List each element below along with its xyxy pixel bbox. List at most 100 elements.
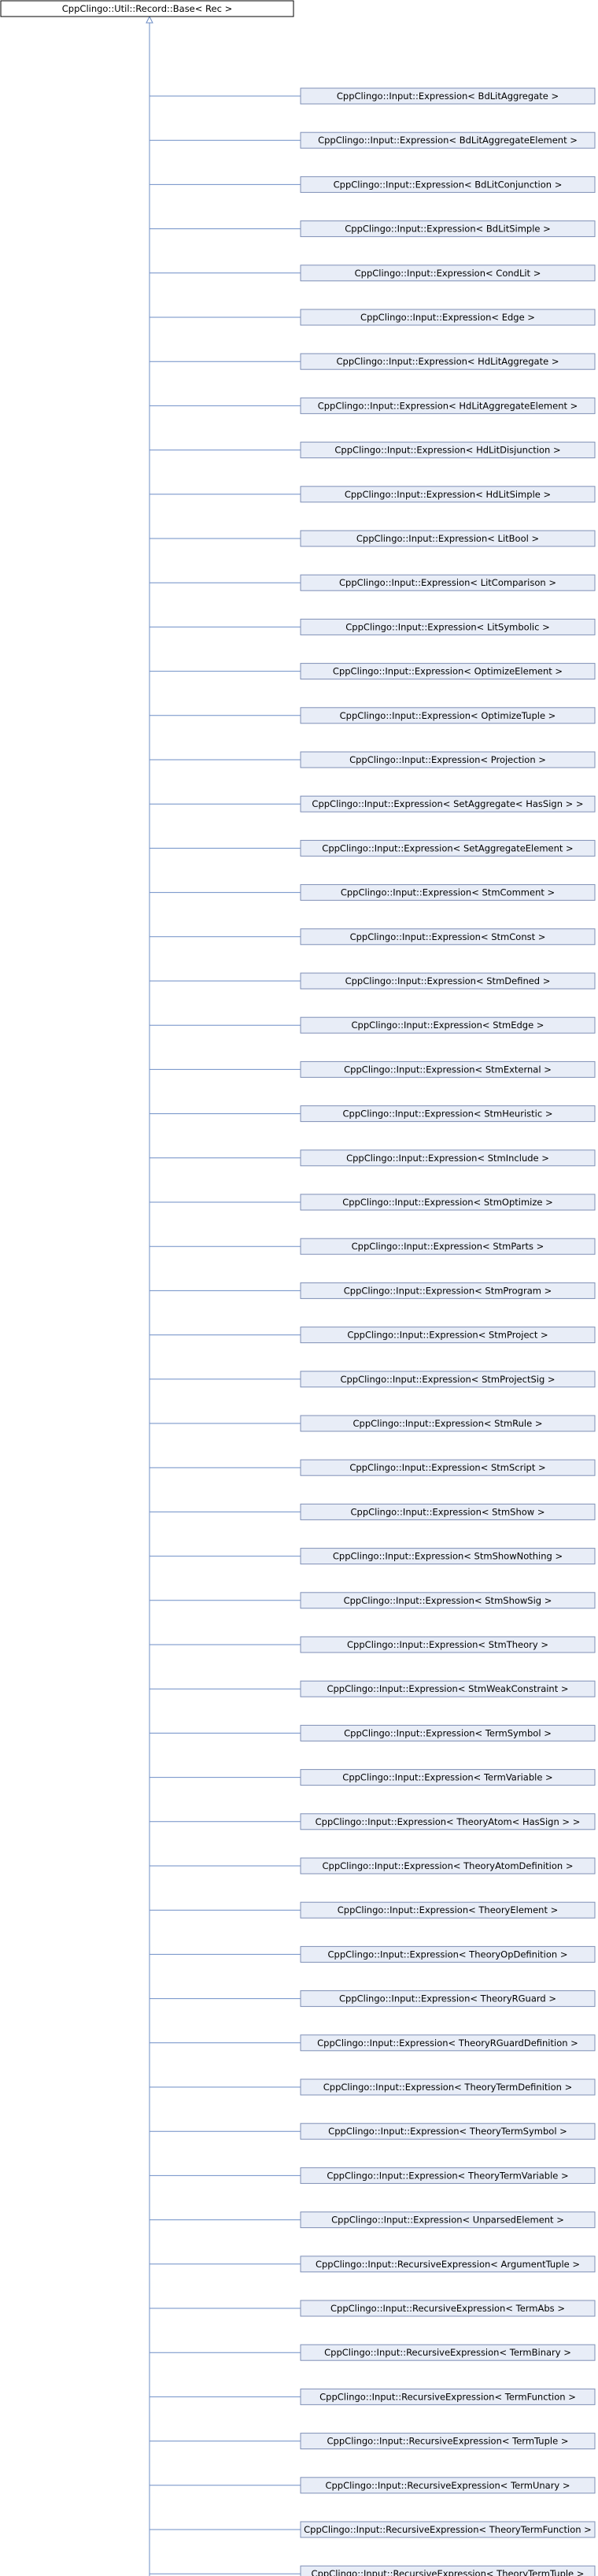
derived-class-label: CppClingo::Input::Expression< StmTheory … [347, 1639, 548, 1650]
derived-class-node[interactable]: CppClingo::Input::Expression< StmProject… [300, 1371, 596, 1388]
derived-class-box [300, 2078, 596, 2096]
derived-class-node[interactable]: CppClingo::Input::Expression< TheoryTerm… [300, 2123, 596, 2140]
derived-class-box [300, 2388, 596, 2405]
derived-class-node[interactable]: CppClingo::Input::Expression< StmShowNot… [300, 1548, 596, 1565]
derived-class-box [300, 795, 596, 812]
derived-class-box [300, 1680, 596, 1697]
derived-class-node[interactable]: CppClingo::Input::Expression< StmEdge > [300, 1016, 596, 1034]
derived-class-node[interactable]: CppClingo::Input::Expression< OptimizeEl… [300, 663, 596, 680]
derived-class-label: CppClingo::Input::Expression< LitCompari… [339, 577, 556, 588]
derived-class-box [300, 220, 596, 238]
derived-class-node[interactable]: CppClingo::Input::Expression< StmScript … [300, 1459, 596, 1476]
derived-class-box [300, 2344, 596, 2361]
derived-class-node[interactable]: CppClingo::Input::Expression< StmInclude… [300, 1149, 596, 1167]
derived-class-node[interactable]: CppClingo::Input::Expression< BdLitSimpl… [300, 220, 596, 238]
derived-class-node[interactable]: CppClingo::Input::Expression< TheoryElem… [300, 1901, 596, 1919]
derived-class-node[interactable]: CppClingo::Input::Expression< HdLitAggre… [300, 397, 596, 414]
derived-class-label: CppClingo::Input::Expression< TheoryRGua… [339, 1993, 556, 2004]
derived-class-node[interactable]: CppClingo::Input::Expression< TheoryAtom… [300, 1813, 596, 1830]
derived-class-node[interactable]: CppClingo::Input::Expression< TermVariab… [300, 1769, 596, 1786]
derived-class-node[interactable]: CppClingo::Input::Expression< HdLitDisju… [300, 442, 596, 459]
derived-class-node[interactable]: CppClingo::Input::Expression< SetAggrega… [300, 839, 596, 857]
derived-class-node[interactable]: CppClingo::Input::Expression< StmWeakCon… [300, 1680, 596, 1697]
derived-class-label: CppClingo::Input::Expression< StmEdge > [352, 1020, 544, 1031]
derived-class-node[interactable]: CppClingo::Input::Expression< SetAggrega… [300, 795, 596, 812]
derived-class-node[interactable]: CppClingo::Input::RecursiveExpression< T… [300, 2477, 596, 2494]
derived-class-label: CppClingo::Input::Expression< HdLitAggre… [337, 356, 559, 367]
derived-class-label: CppClingo::Input::Expression< TheoryTerm… [328, 2126, 567, 2137]
derived-class-node[interactable]: CppClingo::Input::Expression< StmProject… [300, 1327, 596, 1344]
derived-class-box [300, 1371, 596, 1388]
derived-class-node[interactable]: CppClingo::Input::Expression< HdLitSimpl… [300, 486, 596, 503]
derived-class-node[interactable]: CppClingo::Input::Expression< TheoryRGua… [300, 1990, 596, 2008]
derived-class-box [300, 928, 596, 946]
derived-class-node[interactable]: CppClingo::Input::Expression< LitBool > [300, 530, 596, 547]
base-class-node[interactable]: CppClingo::Util::Record::Base< Rec > [0, 0, 294, 17]
derived-class-node[interactable]: CppClingo::Input::Expression< LitCompari… [300, 574, 596, 591]
derived-class-node[interactable]: CppClingo::Input::RecursiveExpression< T… [300, 2388, 596, 2405]
derived-class-box [300, 2167, 596, 2184]
derived-class-label: CppClingo::Input::Expression< StmComment… [341, 887, 555, 898]
derived-class-node[interactable]: CppClingo::Input::Expression< BdLitAggre… [300, 87, 596, 105]
derived-class-node[interactable]: CppClingo::Input::Expression< StmTheory … [300, 1636, 596, 1653]
derived-class-node[interactable]: CppClingo::Input::Expression< HdLitAggre… [300, 353, 596, 370]
derived-class-node[interactable]: CppClingo::Input::Expression< CondLit > [300, 265, 596, 282]
derived-class-node[interactable]: CppClingo::Input::Expression< StmProgram… [300, 1282, 596, 1299]
derived-class-node[interactable]: CppClingo::Input::Expression< TheoryTerm… [300, 2167, 596, 2184]
derived-class-box [300, 2211, 596, 2229]
derived-class-label: CppClingo::Input::Expression< TheoryElem… [338, 1904, 559, 1915]
derived-class-box [300, 751, 596, 768]
derived-class-box [300, 265, 596, 282]
derived-class-node[interactable]: CppClingo::Input::RecursiveExpression< T… [300, 2433, 596, 2450]
derived-class-node[interactable]: CppClingo::Input::Expression< StmRule > [300, 1415, 596, 1432]
derived-class-box [300, 131, 596, 149]
derived-class-node[interactable]: CppClingo::Input::Expression< Edge > [300, 309, 596, 326]
derived-class-label: CppClingo::Input::Expression< BdLitSimpl… [345, 224, 551, 235]
derived-class-node[interactable]: CppClingo::Input::Expression< StmComment… [300, 884, 596, 901]
derived-class-label: CppClingo::Input::RecursiveExpression< T… [330, 2303, 565, 2314]
derived-class-node[interactable]: CppClingo::Input::Expression< StmOptimiz… [300, 1194, 596, 1211]
derived-class-node[interactable]: CppClingo::Input::Expression< StmShowSig… [300, 1592, 596, 1609]
derived-class-label: CppClingo::Input::Expression< TheoryTerm… [327, 2170, 568, 2181]
derived-class-node[interactable]: CppClingo::Input::Expression< TheoryTerm… [300, 2078, 596, 2096]
derived-class-node[interactable]: CppClingo::Input::Expression< BdLitAggre… [300, 131, 596, 149]
derived-class-node[interactable]: CppClingo::Input::Expression< StmExterna… [300, 1060, 596, 1078]
derived-class-box [300, 2565, 596, 2576]
derived-class-label: CppClingo::Input::Expression< StmWeakCon… [327, 1683, 568, 1694]
derived-class-label: CppClingo::Input::Expression< TheoryRGua… [317, 2037, 578, 2049]
derived-class-node[interactable]: CppClingo::Input::Expression< TermSymbol… [300, 1724, 596, 1741]
derived-class-node[interactable]: CppClingo::Input::Expression< TheoryAtom… [300, 1857, 596, 1875]
derived-class-node[interactable]: CppClingo::Input::Expression< TheoryOpDe… [300, 1945, 596, 1963]
derived-class-node[interactable]: CppClingo::Input::Expression< TheoryRGua… [300, 2034, 596, 2052]
derived-class-node[interactable]: CppClingo::Input::Expression< OptimizeTu… [300, 707, 596, 724]
derived-class-label: CppClingo::Input::Expression< TheoryAtom… [316, 1816, 581, 1827]
derived-class-node[interactable]: CppClingo::Input::RecursiveExpression< T… [300, 2344, 596, 2361]
derived-class-label: CppClingo::Input::Expression< StmProject… [347, 1330, 548, 1341]
derived-class-node[interactable]: CppClingo::Input::Expression< StmShow > [300, 1503, 596, 1520]
derived-class-node[interactable]: CppClingo::Input::RecursiveExpression< T… [300, 2521, 596, 2538]
derived-class-node[interactable]: CppClingo::Input::Expression< StmConst > [300, 928, 596, 946]
derived-class-box [300, 1238, 596, 1255]
derived-class-box [300, 972, 596, 990]
derived-class-node[interactable]: CppClingo::Input::Expression< UnparsedEl… [300, 2211, 596, 2229]
derived-class-node[interactable]: CppClingo::Input::RecursiveExpression< A… [300, 2256, 596, 2273]
derived-class-box [300, 884, 596, 901]
derived-class-box [300, 1724, 596, 1741]
derived-class-node[interactable]: CppClingo::Input::Expression< BdLitConju… [300, 176, 596, 193]
derived-class-node[interactable]: CppClingo::Input::RecursiveExpression< T… [300, 2300, 596, 2317]
derived-class-label: CppClingo::Input::Expression< StmInclude… [346, 1153, 549, 1164]
derived-class-label: CppClingo::Input::Expression< OptimizeEl… [333, 666, 563, 677]
derived-class-node[interactable]: CppClingo::Input::RecursiveExpression< T… [300, 2565, 596, 2576]
derived-class-label: CppClingo::Input::Expression< TermSymbol… [344, 1727, 552, 1738]
derived-class-label: CppClingo::Input::Expression< HdLitSimpl… [345, 489, 551, 500]
derived-class-box [300, 1945, 596, 1963]
derived-class-label: CppClingo::Input::Expression< StmOptimiz… [342, 1197, 553, 1208]
derived-class-node[interactable]: CppClingo::Input::Expression< StmDefined… [300, 972, 596, 990]
derived-class-node[interactable]: CppClingo::Input::Expression< StmHeurist… [300, 1105, 596, 1123]
derived-class-label: CppClingo::Input::Expression< StmShow > [351, 1506, 545, 1517]
derived-class-node[interactable]: CppClingo::Input::Expression< Projection… [300, 751, 596, 768]
derived-class-node[interactable]: CppClingo::Input::Expression< StmParts > [300, 1238, 596, 1255]
derived-class-box [300, 176, 596, 193]
derived-class-node[interactable]: CppClingo::Input::Expression< LitSymboli… [300, 618, 596, 635]
derived-class-box [300, 1813, 596, 1830]
